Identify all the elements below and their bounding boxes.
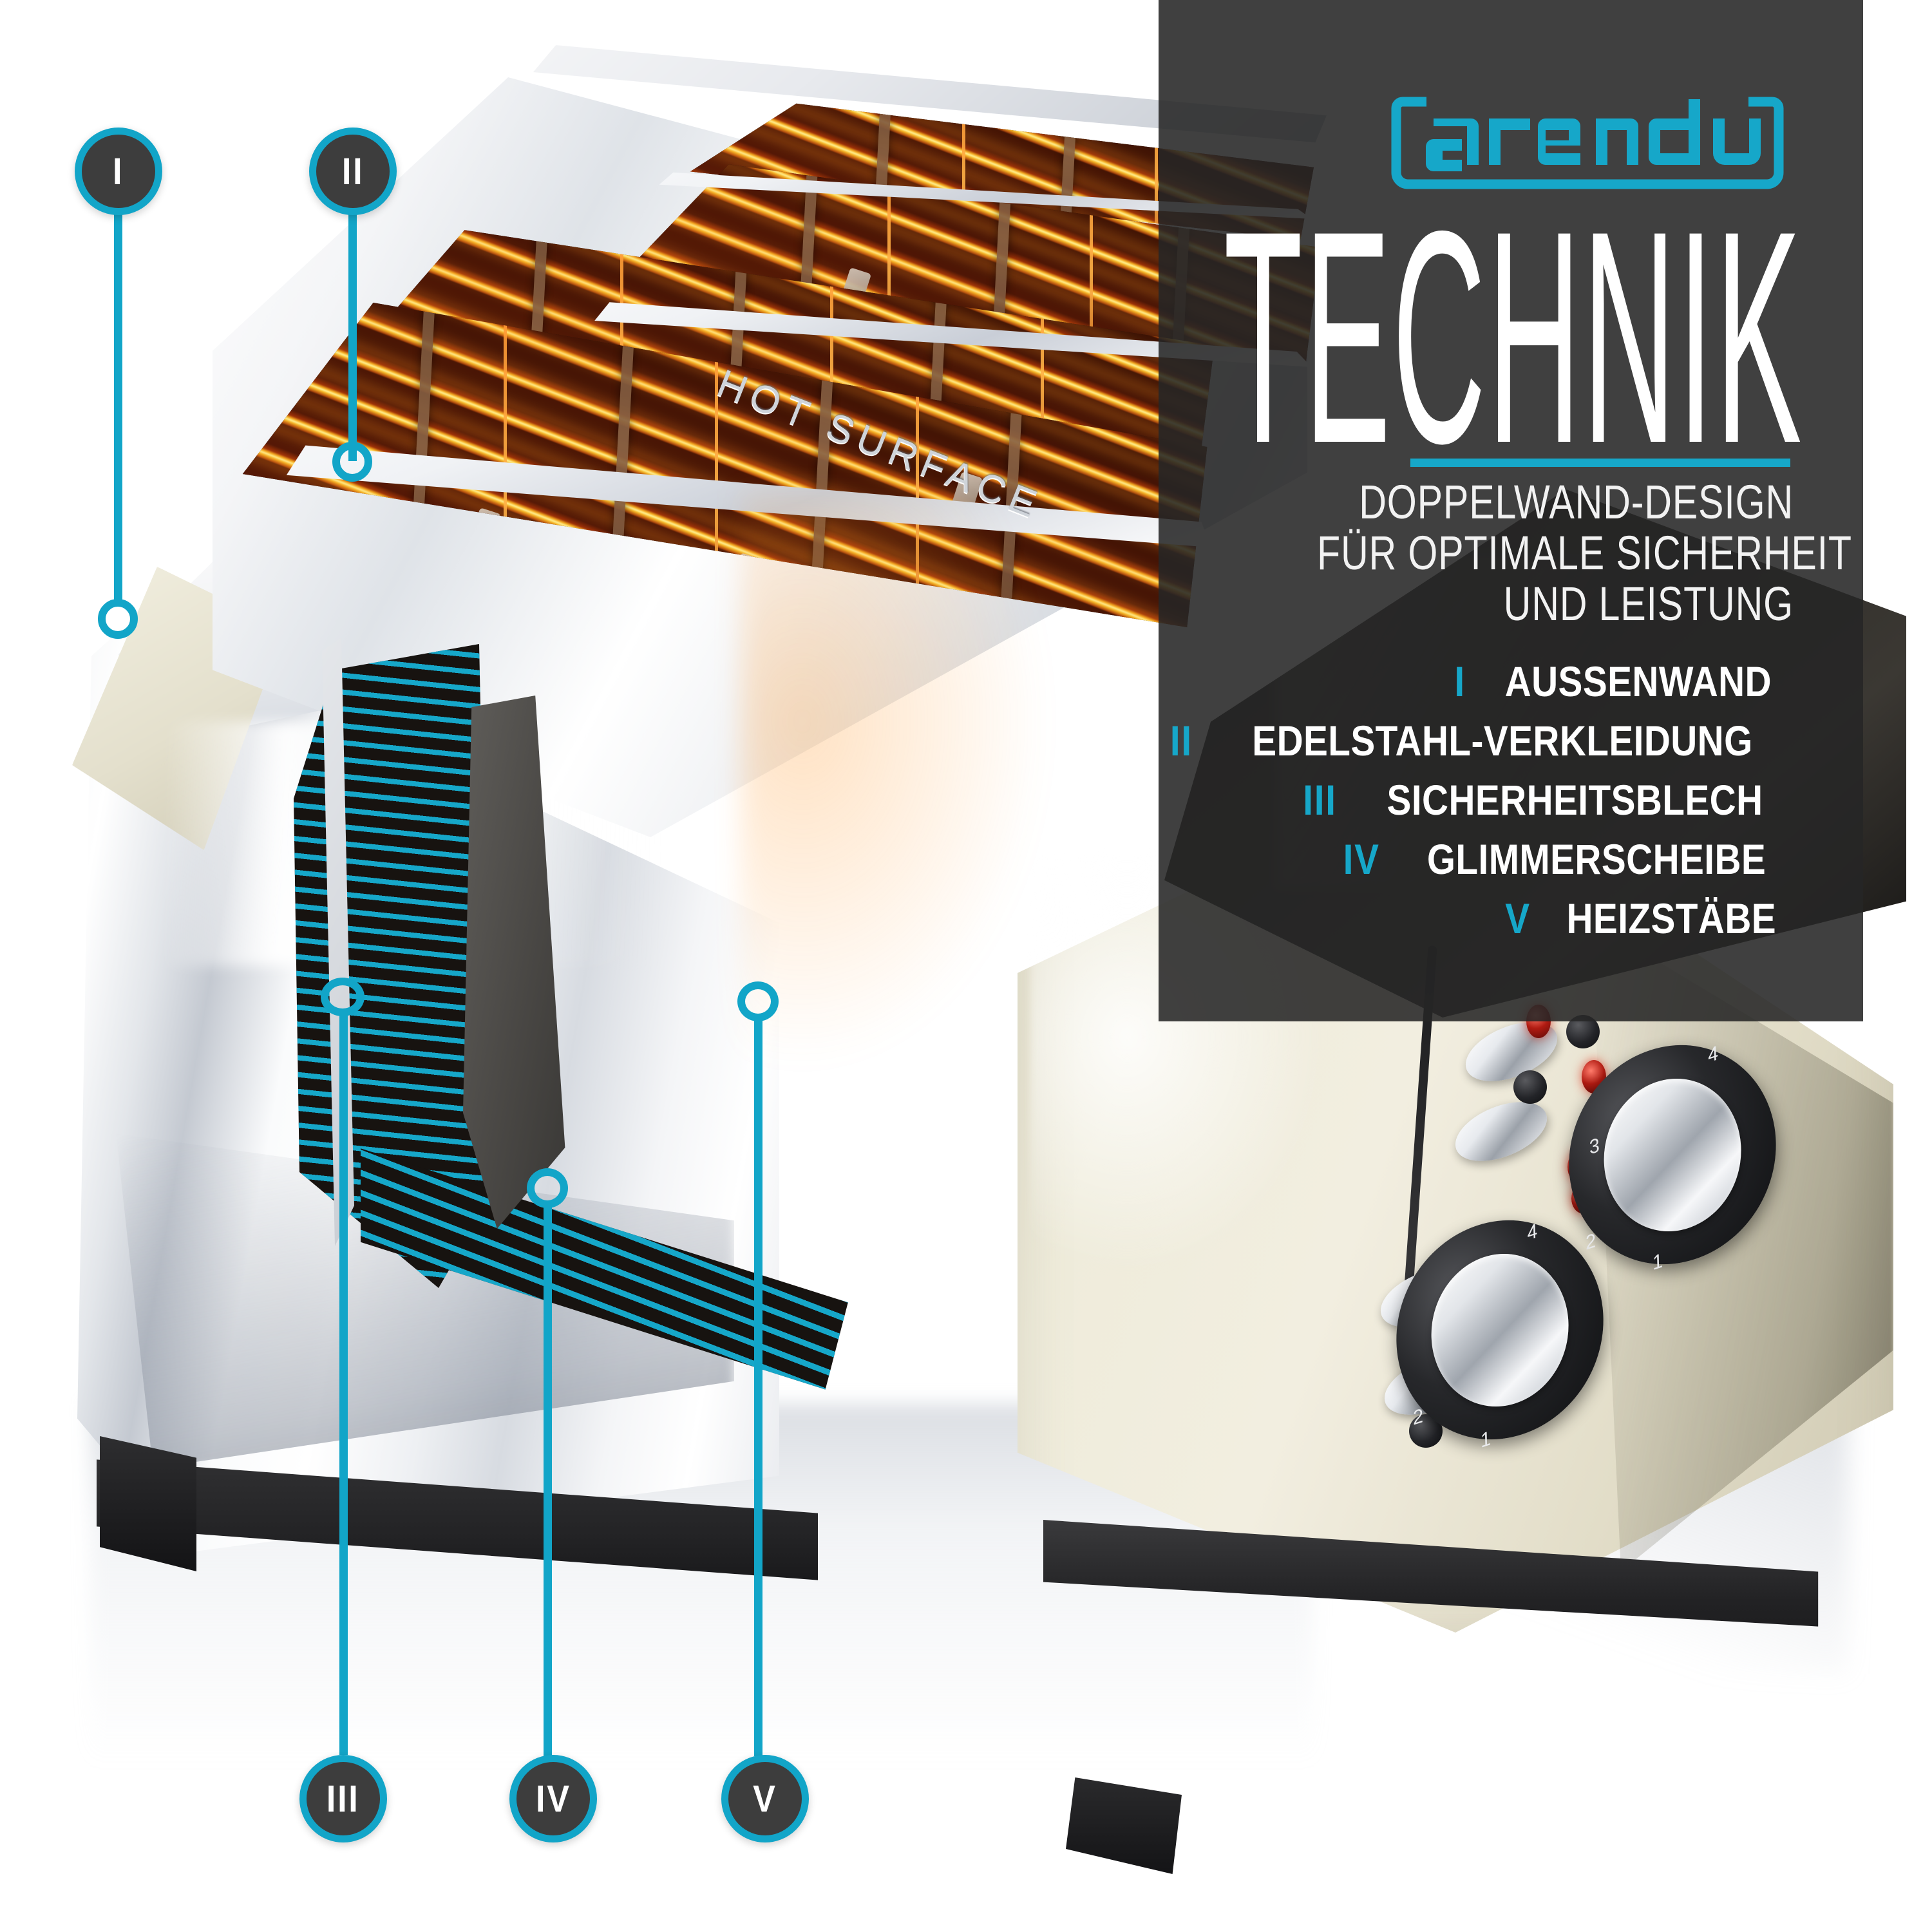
base-foot-right <box>1066 1777 1182 1874</box>
callout-leader-3 <box>339 1014 348 1755</box>
base-foot-left <box>100 1436 196 1571</box>
technik-wordmark: TECHNIK <box>1198 187 1829 464</box>
callout-leader-1 <box>114 213 122 604</box>
callout-numeral: I <box>113 150 124 193</box>
indicator-dot-2 <box>1513 1070 1547 1104</box>
subtitle-line-1: DOPPELWAND-DESIGN <box>1359 475 1794 529</box>
legend-item-5: V HEIZSTÄBE <box>1198 894 1794 953</box>
subtitle-line-2: FÜR OPTIMALE SICHERHEIT <box>1317 526 1852 580</box>
heating-rod <box>962 103 966 240</box>
heating-rod <box>887 164 891 364</box>
callout-marker-1[interactable]: I <box>75 128 162 215</box>
legend-numeral: III <box>1303 776 1337 824</box>
legend-label: GLIMMERSCHEIBE <box>1426 835 1766 883</box>
callout-leader-2 <box>348 213 357 461</box>
heating-rod <box>715 303 718 627</box>
callout-endpoint-2 <box>332 442 372 482</box>
legend-label: HEIZSTÄBE <box>1566 895 1777 942</box>
callout-numeral: III <box>327 1777 360 1820</box>
callout-numeral: V <box>753 1777 777 1820</box>
callout-endpoint-4 <box>527 1168 568 1208</box>
heat-glow-spill <box>741 489 1050 1069</box>
callout-numeral: IV <box>535 1777 571 1820</box>
callout-leader-5 <box>754 1019 762 1756</box>
callout-marker-3[interactable]: III <box>299 1755 387 1842</box>
legend-numeral: I <box>1454 658 1466 705</box>
legend-label: EDELSTAHL-VERKLEIDUNG <box>1252 717 1753 764</box>
legend-numeral: II <box>1170 717 1193 764</box>
heating-rod <box>1154 103 1158 240</box>
subtitle-block: DOPPELWAND-DESIGN FÜR OPTIMALE SICHERHEI… <box>1317 475 1852 630</box>
dial-tick-3: 3 <box>1586 1134 1602 1159</box>
heating-rod <box>916 303 919 627</box>
heating-rod <box>1089 164 1093 364</box>
dial-tick-4: 4 <box>1524 1220 1540 1245</box>
svg-text:TECHNIK: TECHNIK <box>1224 187 1803 464</box>
callout-marker-4[interactable]: IV <box>509 1755 597 1842</box>
dial-face <box>1417 1235 1582 1425</box>
info-overlay-panel <box>1159 0 1863 1021</box>
subtitle-line-3: UND LEISTUNG <box>1503 577 1794 630</box>
callout-numeral: II <box>341 150 365 193</box>
callout-marker-2[interactable]: II <box>309 128 397 215</box>
legend-label: AUSSENWAND <box>1505 658 1772 705</box>
callout-leader-4 <box>544 1206 552 1756</box>
arendo-logo <box>1391 97 1784 192</box>
legend-numeral: V <box>1505 895 1531 942</box>
dial-face <box>1590 1059 1755 1250</box>
callout-endpoint-1 <box>98 599 138 639</box>
legend-item-1: I AUSSENWAND <box>1198 657 1794 716</box>
callout-endpoint-5 <box>737 981 779 1021</box>
legend-item-4: IV GLIMMERSCHEIBE <box>1198 835 1794 894</box>
callout-endpoint-3 <box>321 978 365 1016</box>
callout-marker-5[interactable]: V <box>721 1755 809 1842</box>
legend-list: I AUSSENWAND II EDELSTAHL-VERKLEIDUNG II… <box>1170 657 1794 953</box>
legend-item-3: III SICHERHEITSBLECH <box>1198 775 1794 835</box>
accent-rule <box>1410 459 1790 467</box>
heating-rod <box>1041 230 1044 490</box>
legend-numeral: IV <box>1343 835 1380 883</box>
legend-item-2: II EDELSTAHL-VERKLEIDUNG <box>1170 716 1794 775</box>
heating-rod <box>830 230 834 490</box>
legend-label: SICHERHEITSBLECH <box>1387 776 1763 824</box>
